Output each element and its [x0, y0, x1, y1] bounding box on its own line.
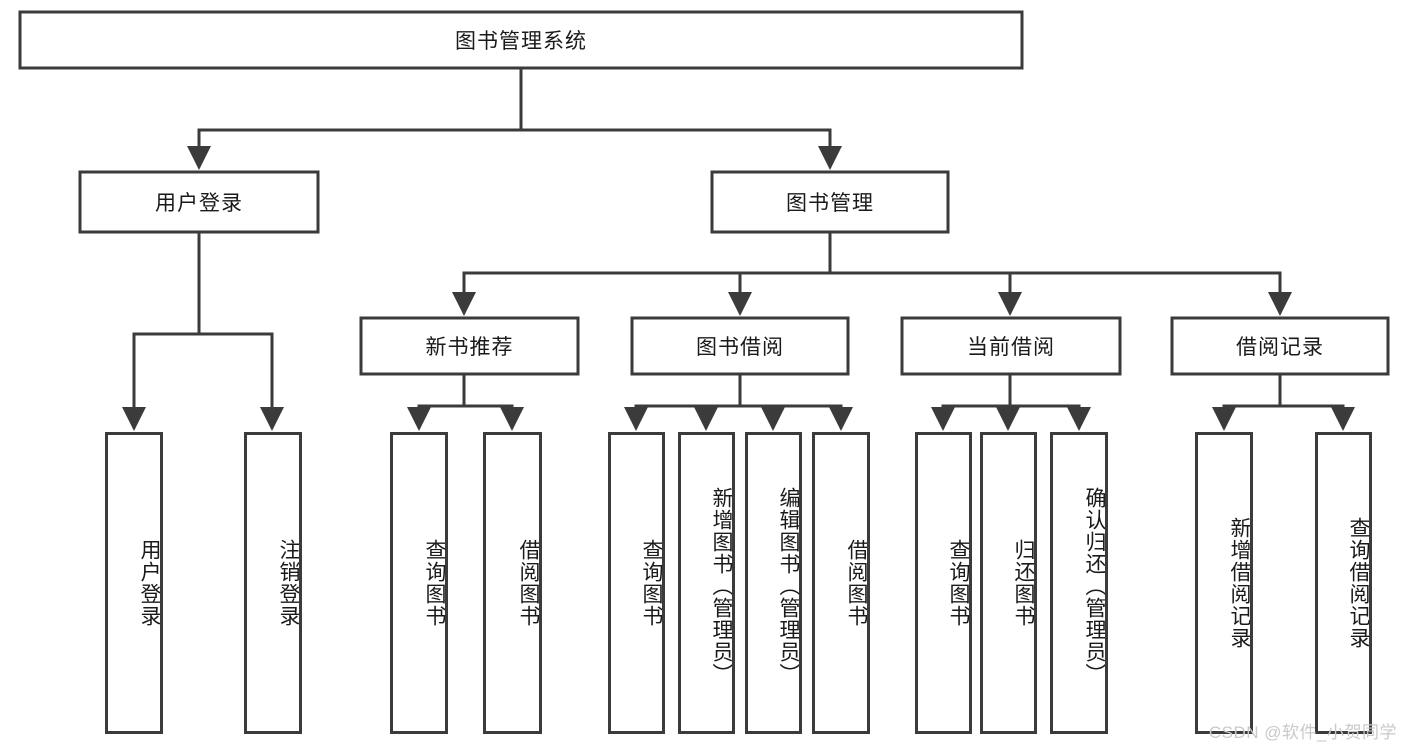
leaf-node[interactable]: 新增图书（管理员）: [678, 432, 735, 734]
leaf-node[interactable]: 注销登录: [244, 432, 302, 734]
leaf-node[interactable]: 新增借阅记录: [1195, 432, 1253, 734]
node-new-book-recommend[interactable]: [359, 316, 580, 376]
node-book-management-system[interactable]: [18, 10, 1024, 70]
leaf-node[interactable]: 查询图书: [390, 432, 448, 734]
node-book-management[interactable]: [710, 170, 950, 234]
leaf-node[interactable]: 借阅图书: [812, 432, 870, 734]
connector-group-user-login: [122, 230, 284, 431]
label-user-login: 用户登录: [155, 192, 243, 215]
leaf-node-label: 新增借阅记录: [1228, 517, 1251, 649]
node-book-borrow[interactable]: [630, 316, 850, 376]
leaf-node-label: 借阅图书: [517, 539, 540, 627]
leaf-node[interactable]: 用户登录: [105, 432, 163, 734]
label-new-book-recommend: 新书推荐: [425, 336, 514, 359]
leaf-node[interactable]: 编辑图书（管理员）: [745, 432, 802, 734]
leaf-node-label: 查询图书: [640, 539, 663, 627]
node-borrow-record[interactable]: [1170, 316, 1390, 376]
leaf-node-label: 用户登录: [138, 539, 161, 627]
node-current-borrow[interactable]: [900, 316, 1122, 376]
connector-group-book-mgmt: [452, 230, 1292, 316]
leaf-node[interactable]: 借阅图书: [483, 432, 542, 734]
leaf-node[interactable]: 查询借阅记录: [1315, 432, 1372, 734]
leaf-node-label: 注销登录: [277, 539, 300, 627]
label-book-management-system: 图书管理系统: [455, 30, 587, 53]
label-current-borrow: 当前借阅: [967, 336, 1055, 359]
leaf-node-label: 新增图书（管理员）: [710, 487, 733, 685]
connector-group-root: [187, 66, 842, 170]
leaf-node[interactable]: 确认归还（管理员）: [1050, 432, 1108, 734]
connector-group-new-book-rec: [407, 372, 524, 431]
leaf-node-label: 查询借阅记录: [1347, 517, 1370, 649]
label-borrow-record: 借阅记录: [1236, 336, 1324, 359]
leaf-node-label: 查询图书: [947, 539, 970, 627]
connector-group-current-borrow: [931, 372, 1091, 431]
leaf-node-label: 归还图书: [1012, 539, 1035, 627]
connector-group-book-borrow: [624, 372, 853, 431]
node-user-login[interactable]: [78, 170, 320, 234]
label-book-borrow: 图书借阅: [696, 336, 784, 359]
leaf-node[interactable]: 查询图书: [608, 432, 665, 734]
leaf-node-label: 确认归还（管理员）: [1083, 487, 1106, 685]
connector-group-borrow-record: [1212, 372, 1355, 431]
leaf-node[interactable]: 查询图书: [915, 432, 972, 734]
leaf-node-label: 编辑图书（管理员）: [777, 487, 800, 685]
leaf-node[interactable]: 归还图书: [980, 432, 1037, 734]
label-book-management: 图书管理: [786, 192, 874, 215]
leaf-node-label: 借阅图书: [845, 539, 868, 627]
leaf-node-label: 查询图书: [423, 539, 446, 627]
